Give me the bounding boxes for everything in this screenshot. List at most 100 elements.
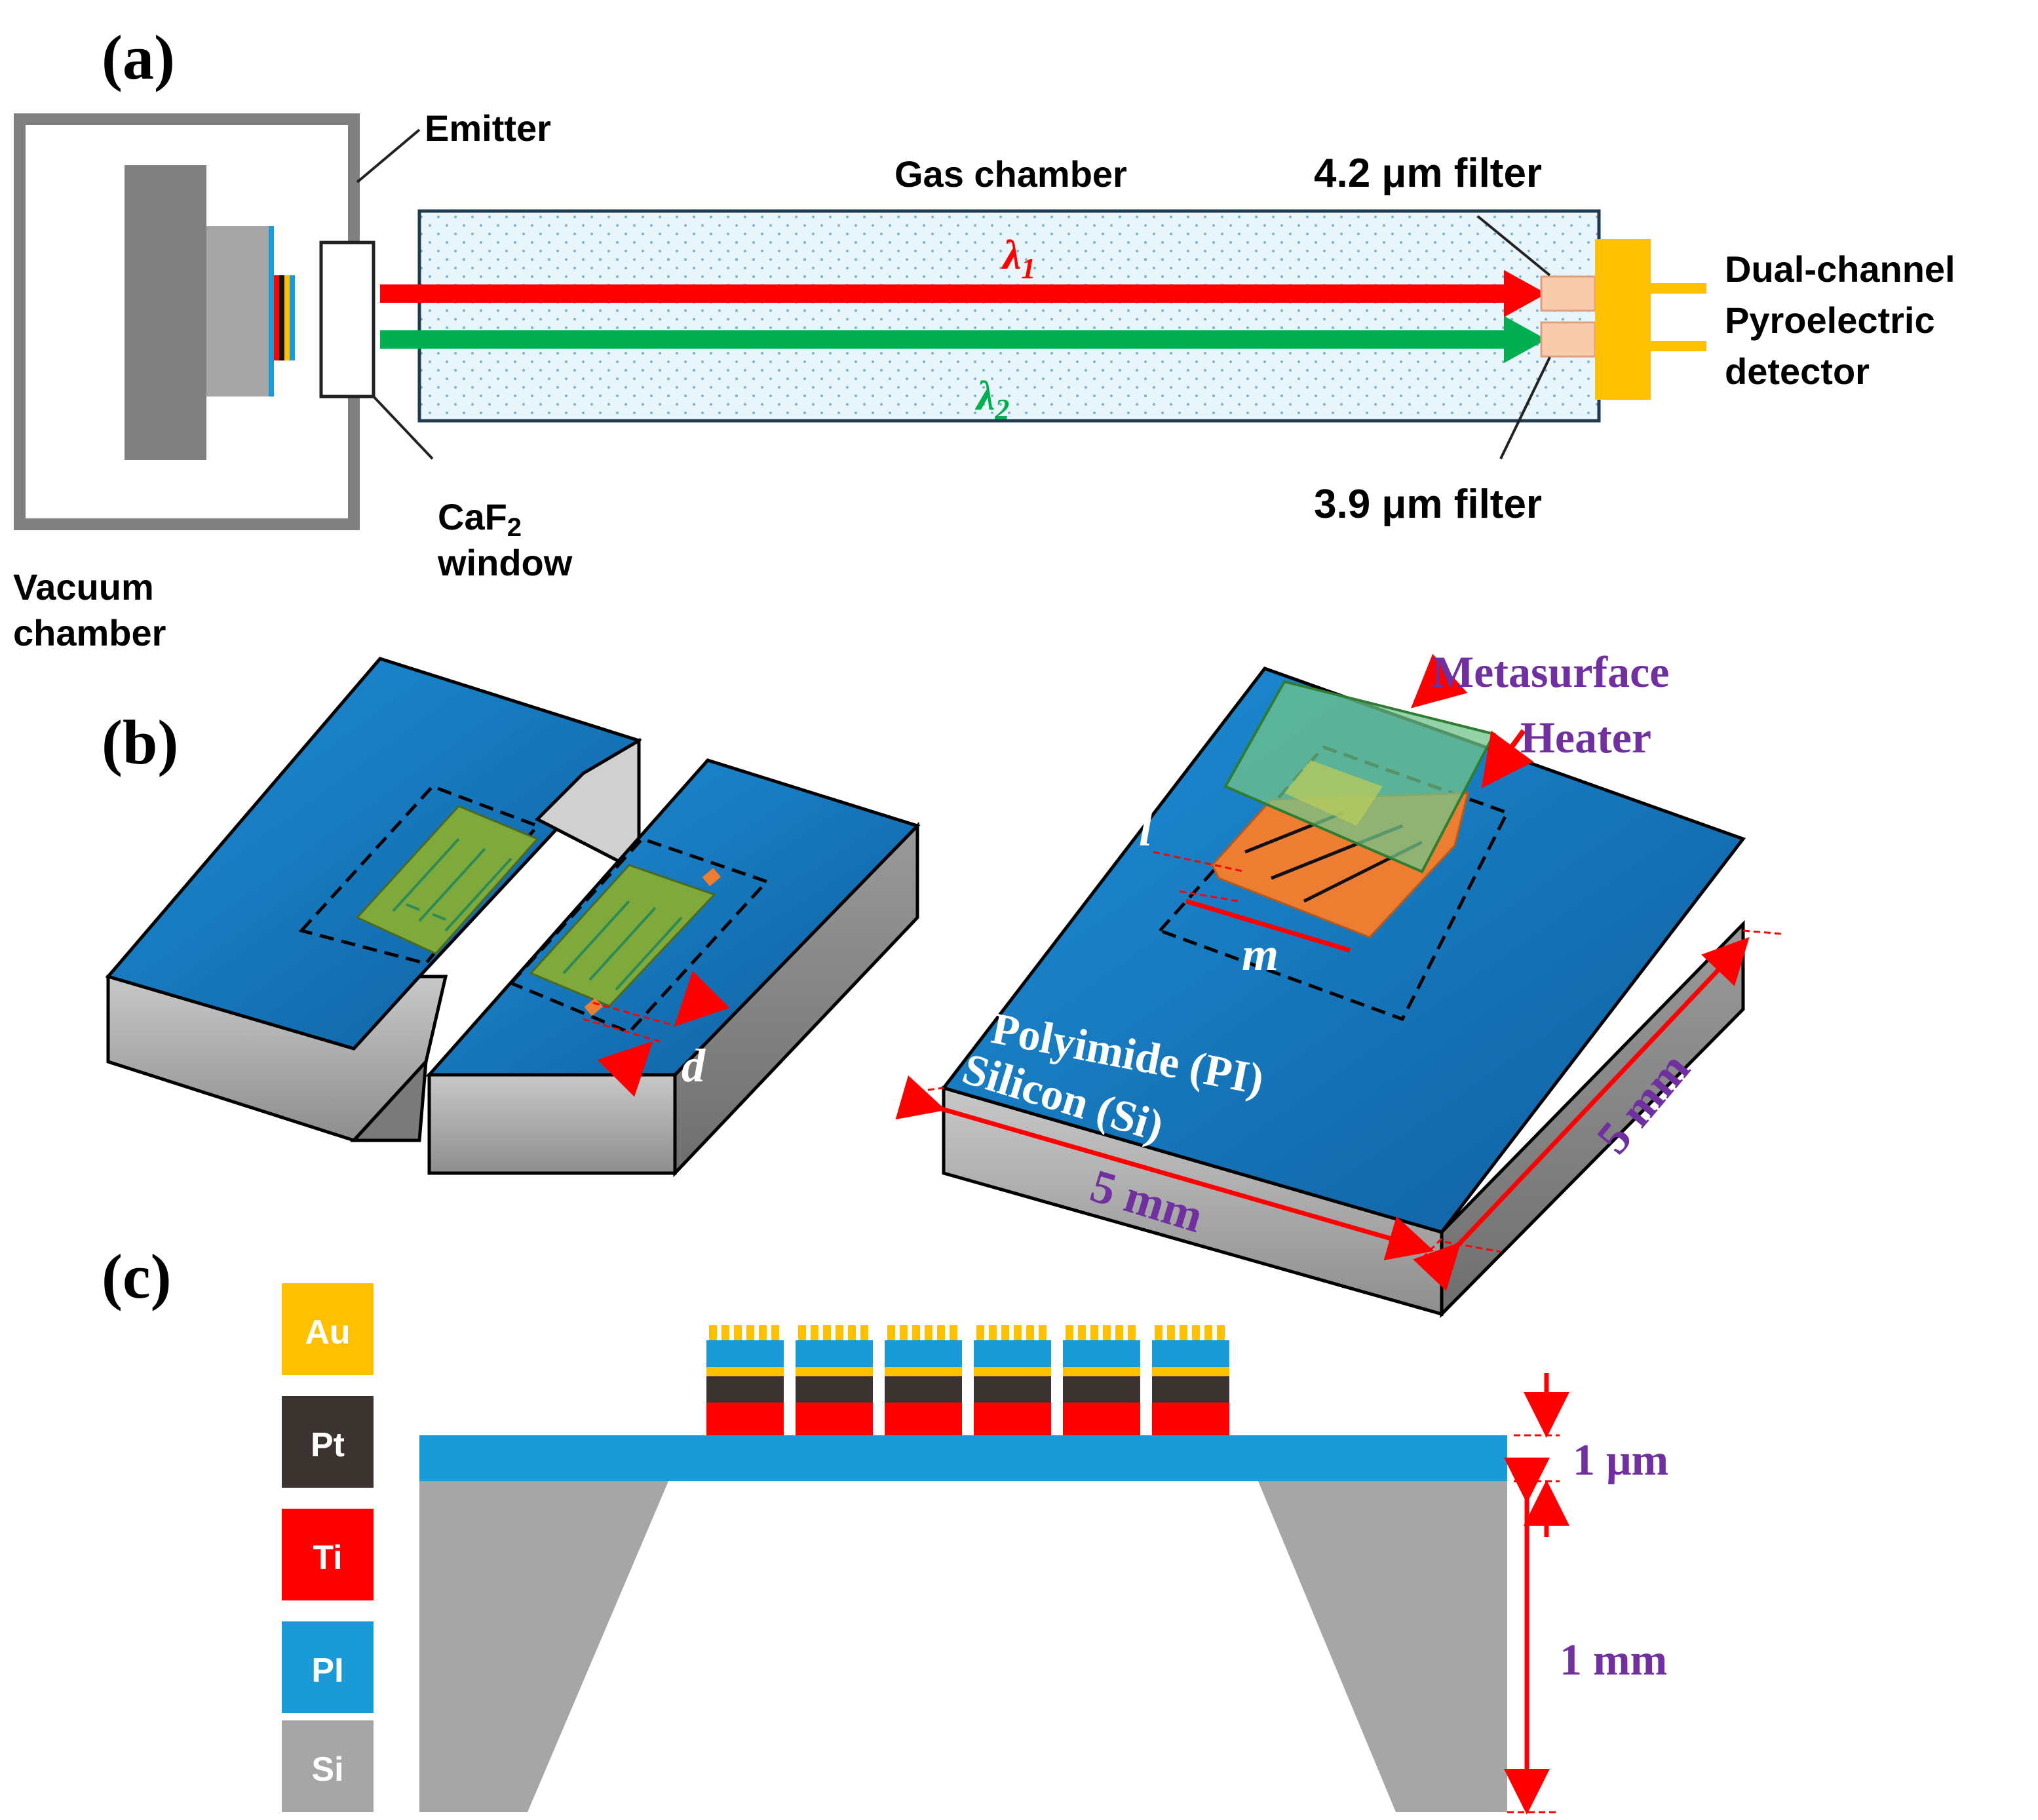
emitter-mount: [125, 165, 206, 460]
l-dim-line1: [1153, 851, 1246, 873]
metasurface-label: Metasurface: [1432, 647, 1669, 697]
detector-label-line1: Dual-channel: [1725, 248, 1955, 290]
au-grating-finger: [848, 1325, 856, 1340]
au-grating-finger: [709, 1325, 717, 1340]
emitter-holder: [206, 226, 269, 397]
stack-layer: [974, 1367, 1051, 1376]
lambda1-arrowhead: [1504, 270, 1547, 317]
au-grating-finger: [1066, 1325, 1073, 1340]
au-grating-finger: [937, 1325, 945, 1340]
filter-4-2um: [1540, 275, 1596, 312]
stack-layer: [796, 1340, 873, 1367]
au-grating-finger: [746, 1325, 754, 1340]
legend-pt: Pt: [282, 1396, 374, 1488]
legend-pi-swatch: [282, 1621, 374, 1713]
gas-chamber: [417, 209, 1601, 423]
caf2-leader: [372, 395, 434, 460]
stack-layer: [1063, 1340, 1140, 1367]
legend-si: Si: [282, 1720, 374, 1812]
legend-pi-label: PI: [311, 1652, 343, 1690]
stack-layer: [885, 1376, 962, 1403]
emitter-membrane: [269, 226, 274, 397]
d-arrow-bottom: [597, 1041, 653, 1097]
stack-layer: [1152, 1403, 1229, 1435]
detector-label-line3: detector: [1725, 351, 1870, 392]
stack-layer: [974, 1340, 1051, 1367]
au-grating-finger: [798, 1325, 806, 1340]
au-grating-finger: [912, 1325, 920, 1340]
detector-label-line2: Pyroelectric: [1725, 300, 1935, 341]
pyroelectric-detector: [1595, 239, 1651, 400]
legend-au-label: Au: [305, 1313, 350, 1351]
au-grating-finger: [860, 1325, 868, 1340]
au-grating-finger: [1167, 1325, 1175, 1340]
au-grating-finger: [1204, 1325, 1212, 1340]
pi-thickness-label: 1 μm: [1573, 1435, 1668, 1484]
au-grating-finger: [1115, 1325, 1123, 1340]
au-grating-finger: [836, 1325, 843, 1340]
legend-pt-swatch: [282, 1396, 374, 1488]
stack-cell: [706, 1325, 784, 1435]
stack-cell: [1152, 1325, 1229, 1435]
stack-layer: [706, 1403, 784, 1435]
emitter-metasurface-stack: [274, 275, 295, 360]
depth-ext-bottom: [1444, 1241, 1501, 1253]
stack-layer: [885, 1367, 962, 1376]
legend-au-swatch: [282, 1283, 374, 1375]
emitter-leader: [356, 128, 421, 184]
si-substrate-left: [419, 1481, 668, 1812]
au-grating-finger: [1014, 1325, 1022, 1340]
stack-layer: [1152, 1340, 1229, 1367]
au-grating-finger: [887, 1325, 895, 1340]
gas-chamber-label: Gas chamber: [894, 153, 1127, 195]
stack-layer: [796, 1403, 873, 1435]
legend-au: Au: [282, 1283, 374, 1375]
stack-layer: [706, 1367, 784, 1376]
d-dim-line1: [583, 1018, 663, 1043]
legend-pi: PI: [282, 1621, 374, 1713]
legend-ti-swatch: [282, 1509, 374, 1600]
stack-cell: [1063, 1325, 1140, 1435]
si-thickness-label: 1 mm: [1560, 1635, 1667, 1684]
au-grating-finger: [734, 1325, 742, 1340]
filter-bottom-label: 3.9 μm filter: [1314, 482, 1542, 527]
au-grating-finger: [811, 1325, 818, 1340]
au-grating-finger: [1217, 1325, 1225, 1340]
stack-layer: [1152, 1367, 1229, 1376]
dim-m-label: m: [1242, 928, 1279, 980]
cut-heater-left: [355, 805, 539, 955]
detector-pin-top: [1651, 283, 1706, 294]
d-dim-line2: [592, 1001, 676, 1027]
cross-section-block-right: d: [425, 758, 921, 1178]
legend-ti: Ti: [282, 1509, 374, 1600]
legend-ti-label: Ti: [313, 1539, 342, 1577]
dim-l-label: l: [1139, 804, 1152, 856]
au-grating-finger: [1192, 1325, 1200, 1340]
stack-layer: [974, 1403, 1051, 1435]
stack-layer: [706, 1376, 784, 1403]
stack-layer: [1063, 1376, 1140, 1403]
au-grating-finger: [925, 1325, 932, 1340]
d-arrow-top: [674, 971, 730, 1027]
metasurface-stack: [706, 1325, 1229, 1435]
panel-label-b: (b): [102, 707, 178, 777]
legend-si-label: Si: [311, 1751, 343, 1789]
stack-layer: [796, 1376, 873, 1403]
au-grating-finger: [1090, 1325, 1098, 1340]
si-substrate-right: [1258, 1481, 1507, 1812]
cross-section: [419, 1325, 1507, 1812]
filter-3-9um: [1540, 321, 1596, 358]
stack-layer: [885, 1340, 962, 1367]
au-grating-finger: [989, 1325, 997, 1340]
stack-cell: [796, 1325, 873, 1435]
au-grating-finger: [900, 1325, 908, 1340]
au-grating-finger: [1001, 1325, 1009, 1340]
metasurface-arrow: [1411, 653, 1468, 708]
stack-cell: [974, 1325, 1051, 1435]
panel-label-c: (c): [102, 1241, 172, 1311]
stack-cell: [885, 1325, 962, 1435]
width-ext-left: [917, 1087, 944, 1093]
au-grating-finger: [1039, 1325, 1047, 1340]
vacuum-label-line2: chamber: [13, 612, 166, 653]
